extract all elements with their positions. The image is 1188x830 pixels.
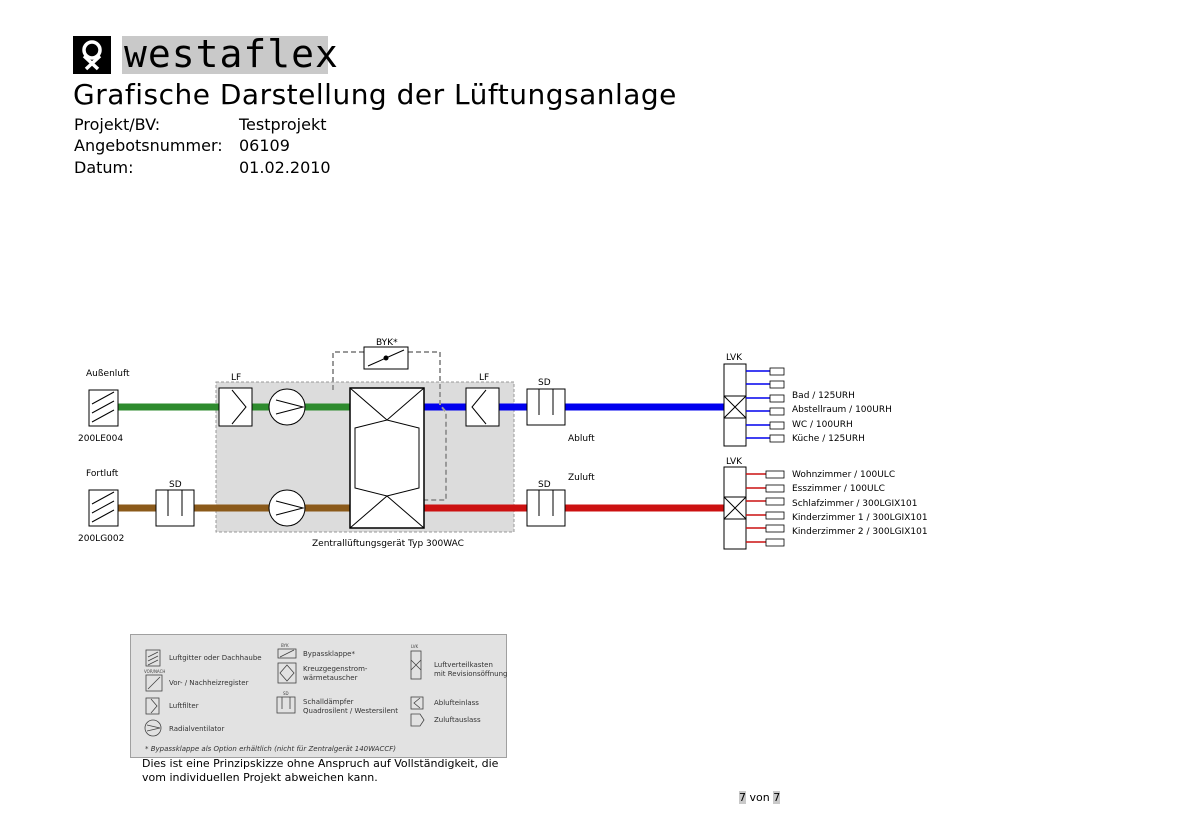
- room-exhaust-3: WC / 100URH: [792, 420, 853, 430]
- label-sd-supply: SD: [538, 480, 551, 490]
- legend-icons: VOR/NACH BYK SD LVK: [144, 643, 425, 737]
- room-supply-5: Kinderzimmer 2 / 300LGIX101: [792, 527, 928, 537]
- lvk-icon-label: LVK: [411, 644, 419, 649]
- meta-value-offer: 06109: [239, 136, 290, 155]
- exhaust-filter-icon: [465, 387, 500, 427]
- label-unit-caption: Zentrallüftungsgerät Typ 300WAC: [312, 539, 464, 549]
- room-exhaust-4: Küche / 125URH: [792, 434, 865, 444]
- label-lf-1: LF: [231, 373, 241, 383]
- meta-label-offer: Angebotsnummer:: [74, 136, 223, 155]
- legend-text-supply-valve: Zuluftauslass: [434, 716, 481, 724]
- bypass-line: [332, 351, 447, 501]
- legend-text-heater: Vor- / Nachheizregister: [169, 679, 249, 687]
- room-exhaust-1: Bad / 125URH: [792, 391, 855, 401]
- distribution-box-icon: LVK: [410, 644, 422, 680]
- label-aussenluft: Außenluft: [86, 369, 130, 379]
- supply-branches: [746, 473, 766, 543]
- legend-text-distribution-box: Luftverteilkasten mit Revisionsöffnung: [434, 661, 508, 678]
- supply-silencer-icon: [526, 489, 566, 527]
- supply-valve-icons: [765, 470, 785, 547]
- room-supply-3: Schlafzimmer / 300LGIX101: [792, 499, 917, 509]
- outdoor-filter-icon: [218, 387, 253, 427]
- page-separator: von: [749, 791, 770, 804]
- westaflex-logo-icon: [73, 36, 111, 74]
- heat-exchanger-icon: [277, 662, 297, 684]
- label-sd-fortluft: SD: [169, 480, 182, 490]
- label-lvk-supply: LVK: [726, 457, 743, 467]
- supply-valve-icon: [410, 713, 425, 727]
- fortluft-fan-icon: [268, 489, 306, 527]
- silencer-icon: SD: [276, 691, 296, 714]
- meta-value-project: Testprojekt: [239, 115, 327, 134]
- legend-text-exhaust-valve: Ablufteinlass: [434, 699, 479, 707]
- exhaust-distribution-box-icon: [723, 363, 747, 447]
- legend-text-heat-exchanger: Kreuzgegenstrom- wärmetauscher: [303, 665, 368, 682]
- label-lvk-exhaust: LVK: [726, 353, 743, 363]
- outdoor-fan-icon: [268, 388, 306, 426]
- heat-exchanger-icon: [349, 387, 425, 529]
- room-exhaust-2: Abstellraum / 100URH: [792, 405, 892, 415]
- label-aussenluft-part: 200LE004: [78, 434, 123, 444]
- meta-label-date: Datum:: [74, 158, 134, 177]
- label-sd-exhaust: SD: [538, 378, 551, 388]
- silencer-icon-label: SD: [283, 691, 289, 696]
- room-supply-1: Wohnzimmer / 100ULC: [792, 470, 895, 480]
- exhaust-valve-icon: [410, 696, 424, 710]
- bypass-damper-icon: [363, 346, 409, 370]
- label-lf-2: LF: [479, 373, 489, 383]
- legend-text-fan: Radialventilator: [169, 725, 225, 733]
- meta-label-project: Projekt/BV:: [74, 115, 161, 134]
- legend-text-silencer: Schalldämpfer Quadrosilent / Westersilen…: [303, 698, 398, 715]
- legend-text-bypass: Bypassklappe*: [303, 650, 355, 658]
- legend-footnote: * Bypassklappe als Option erhältlich (ni…: [145, 745, 397, 753]
- label-fortluft: Fortluft: [86, 469, 119, 479]
- bypass-icon-label: BYK: [281, 643, 289, 648]
- exhaust-valve-icons: [769, 367, 785, 443]
- heater-icon-label: VOR/NACH: [144, 669, 165, 674]
- page-total: 7: [773, 791, 781, 804]
- grille-icon: [145, 649, 161, 667]
- heater-icon: VOR/NACH: [144, 669, 165, 692]
- meta-value-date: 01.02.2010: [239, 158, 331, 177]
- legend-text-grille: Luftgitter oder Dachhaube: [169, 654, 262, 662]
- label-zuluft: Zuluft: [568, 473, 595, 483]
- page-current: 7: [739, 791, 746, 804]
- fan-icon: [144, 719, 162, 737]
- label-abluft: Abluft: [568, 434, 595, 444]
- bypass-icon: BYK: [277, 643, 297, 659]
- disclaimer-text: Dies ist eine Prinzipskizze ohne Anspruc…: [142, 757, 499, 784]
- supply-distribution-box-icon: [723, 466, 747, 550]
- label-fortluft-part: 200LG002: [78, 534, 124, 544]
- outdoor-grille-icon: [88, 389, 119, 427]
- legend: VOR/NACH BYK SD LVK Luftgitter oder: [130, 634, 508, 758]
- logo-background: [122, 36, 328, 74]
- fortluft-silencer-icon: [155, 489, 195, 527]
- filter-icon: [145, 697, 160, 715]
- exhaust-silencer-icon: [526, 388, 566, 426]
- fortluft-grille-icon: [88, 489, 119, 527]
- legend-text-filter: Luftfilter: [169, 702, 199, 710]
- ventilation-diagram: BYK* Außenluft 200LE004 Fortluft 200LG00…: [78, 338, 928, 550]
- page-number: 7 von 7: [739, 791, 781, 804]
- room-supply-4: Kinderzimmer 1 / 300LGIX101: [792, 513, 928, 523]
- label-byk: BYK*: [376, 338, 398, 348]
- brand-name: westaflex: [124, 32, 339, 76]
- room-supply-2: Esszimmer / 100ULC: [792, 484, 885, 494]
- page-title: Grafische Darstellung der Lüftungsanlage: [73, 78, 677, 111]
- exhaust-branches: [746, 370, 770, 439]
